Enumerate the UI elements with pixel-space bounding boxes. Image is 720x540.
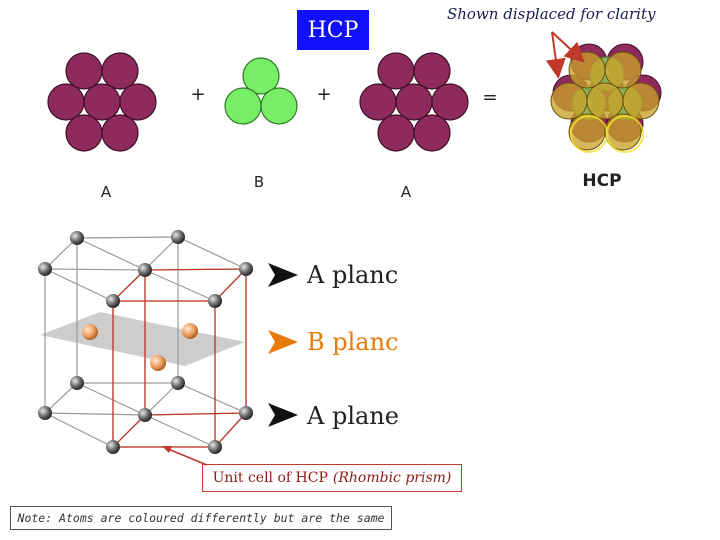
note-arrow-2 (545, 31, 566, 79)
label-layer-b: B (254, 173, 264, 191)
plane-arrow-mid (268, 330, 298, 354)
layer-a-right (359, 52, 469, 152)
combined-hcp-stack (550, 43, 662, 153)
plane-label-bottom: A plane (306, 402, 399, 430)
middle-layer-atoms (82, 323, 198, 371)
label-layer-a-right: A (401, 183, 412, 201)
plane-label-top: A planc (306, 261, 398, 289)
plus-sign-1: + (190, 84, 205, 105)
layer-a-left (47, 52, 157, 152)
label-hcp-result: HCP (582, 171, 621, 191)
caption-italic: (Rhombic prism) (332, 470, 452, 486)
label-layer-a-left: A (101, 183, 112, 201)
note-arrow-1 (551, 31, 585, 63)
top-layer-atoms (38, 230, 253, 308)
plane-arrow-top (268, 263, 298, 287)
unit-cell-caption: Unit cell of HCP (Rhombic prism) (202, 464, 462, 492)
plane-label-mid: B planc (307, 328, 399, 356)
plus-sign-2: + (316, 84, 331, 105)
b-plane-sheet (40, 312, 245, 366)
page-title: HCP (297, 10, 369, 50)
unit-cell-diagram: A planc B planc A plane (38, 230, 399, 466)
layer-stacking-diagram: + + = (47, 31, 662, 201)
caption-pointer (167, 448, 208, 466)
bottom-layer-atoms (38, 376, 253, 454)
equals-sign: = (482, 87, 497, 108)
footer-note: Note: Atoms are coloured differently but… (10, 506, 392, 530)
displaced-note: Shown displaced for clarity (447, 5, 656, 23)
plane-arrow-bottom (268, 403, 298, 427)
layer-b (224, 57, 298, 125)
caption-main: Unit cell of HCP (212, 470, 328, 486)
